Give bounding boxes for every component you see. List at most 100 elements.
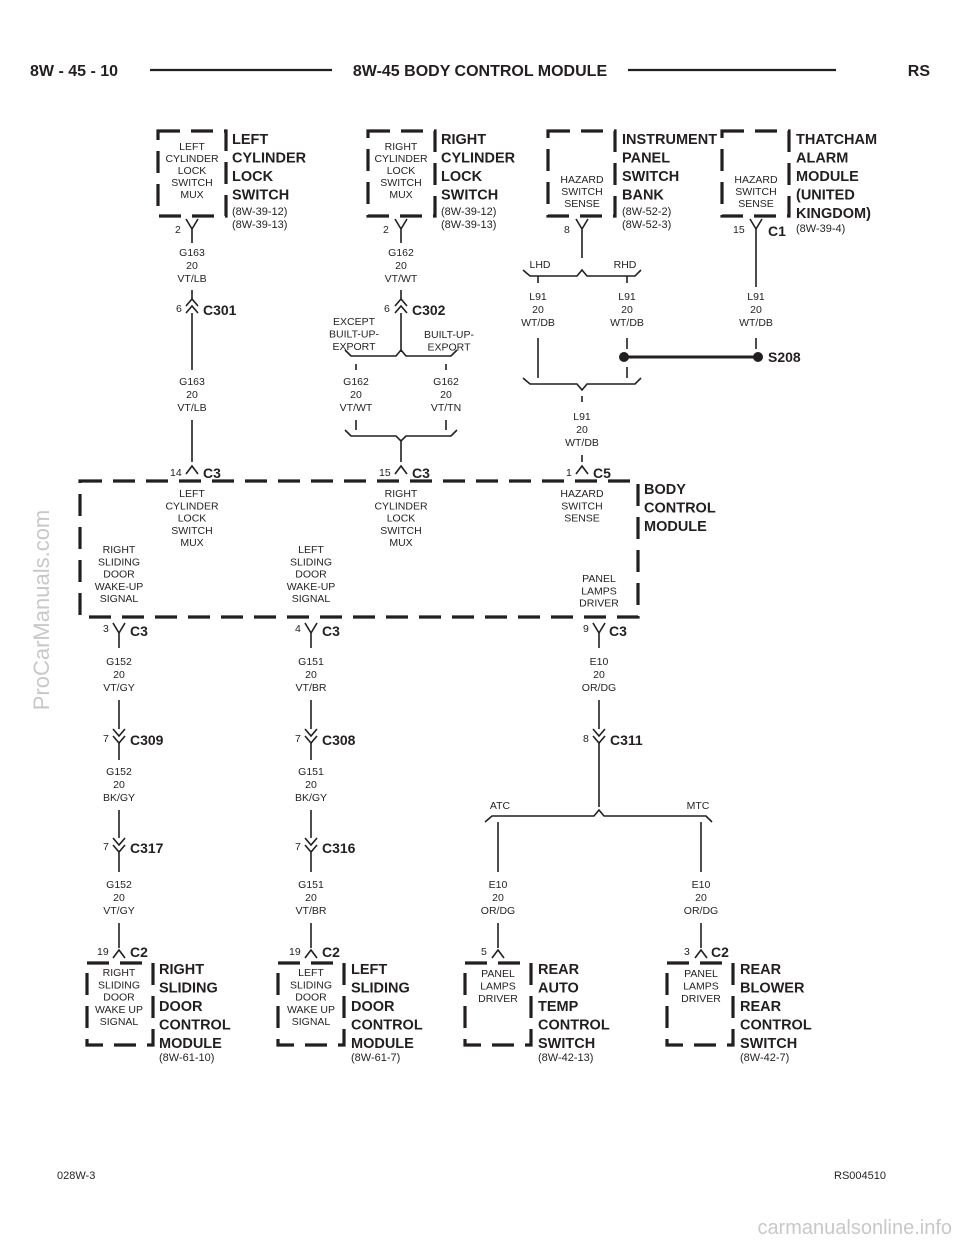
page-reference: (8W-39-12)(8W-39-13) <box>441 206 496 231</box>
label-line: G152 <box>106 766 132 778</box>
page-reference: (8W-61-7) <box>351 1052 400 1064</box>
label-line: RIGHT <box>103 967 136 979</box>
connector-label: C309 <box>130 732 164 748</box>
label-line: VT/TN <box>431 402 461 414</box>
connector-label: C308 <box>322 732 356 748</box>
label-line: SWITCH <box>232 188 289 204</box>
label-line: (8W-42-7) <box>740 1052 789 1064</box>
label-line: SWITCH <box>561 186 602 198</box>
pin-number: 19 <box>289 946 301 958</box>
label-line: E10 <box>590 656 609 668</box>
label-line: MUX <box>389 537 412 549</box>
option-label-lhd: LHD <box>529 259 550 271</box>
label-line: LEFT <box>298 544 324 556</box>
label-line: SIGNAL <box>100 1016 139 1028</box>
bcm-terminal <box>592 622 606 648</box>
label-line: G151 <box>298 766 324 778</box>
label-line: 20 <box>305 669 317 681</box>
label-line: SLIDING <box>98 979 140 991</box>
label-line: VT/WT <box>340 402 373 414</box>
label-line: VT/BR <box>296 682 327 694</box>
label-line: PANEL <box>622 151 670 167</box>
connector-label: C316 <box>322 840 356 856</box>
label-line: LEFT <box>179 488 205 500</box>
pin-number: 7 <box>295 733 301 745</box>
label-line: 20 <box>576 424 588 436</box>
label-line: LAMPS <box>581 585 617 597</box>
label-line: CYLINDER <box>374 153 428 165</box>
option-merge <box>522 377 642 392</box>
label-line: SWITCH <box>735 186 776 198</box>
option-label-atc: ATC <box>490 800 511 812</box>
component-box <box>665 961 735 1047</box>
label-line: RIGHT <box>441 132 486 148</box>
label-line: LOCK <box>178 513 207 525</box>
component-box <box>366 129 437 218</box>
label-line: CYLINDER <box>165 500 219 512</box>
label-line: SLIDING <box>290 556 332 568</box>
label-line: VT/GY <box>103 682 135 694</box>
pin-number: 7 <box>103 733 109 745</box>
label-line: LOCK <box>178 165 207 177</box>
label-line: VT/BR <box>296 905 327 917</box>
label-line: 20 <box>350 389 362 401</box>
pin-number: 9 <box>583 623 589 635</box>
pin-number: 4 <box>295 623 301 635</box>
label-line: LEFT <box>179 141 205 153</box>
label-line: SWITCH <box>171 177 212 189</box>
page-reference: (8W-52-2)(8W-52-3) <box>622 206 671 231</box>
label-line: G162 <box>343 376 369 388</box>
label-line: LEFT <box>351 962 387 978</box>
label-line: EXCEPT <box>333 316 376 328</box>
label-line: 20 <box>113 892 125 904</box>
label-line: RIGHT <box>385 141 418 153</box>
label-line: (8W-39-13) <box>232 219 287 231</box>
label-line: 20 <box>695 892 707 904</box>
connector-label: C3 <box>322 623 340 639</box>
label-line: 20 <box>750 304 762 316</box>
label-line: LAMPS <box>480 981 516 993</box>
label-line: CONTROL <box>644 501 716 517</box>
connector-label: C5 <box>593 465 611 481</box>
component-box <box>546 129 617 218</box>
label-line: SLIDING <box>159 981 218 997</box>
label-line: CYLINDER <box>232 151 307 167</box>
label-line: 20 <box>395 260 407 272</box>
page-reference: (8W-39-12)(8W-39-13) <box>232 206 287 231</box>
label-line: DOOR <box>103 992 135 1004</box>
inline-connector-c317 <box>112 837 126 854</box>
pin-number: 2 <box>175 224 181 236</box>
label-line: LEFT <box>298 967 324 979</box>
connector-label: C302 <box>412 302 446 318</box>
option-merge <box>344 429 458 443</box>
label-line: 20 <box>440 389 452 401</box>
label-line: (8W-52-2) <box>622 206 671 218</box>
label-line: LAMPS <box>683 981 719 993</box>
label-line: SWITCH <box>561 500 602 512</box>
label-line: L91 <box>618 291 636 303</box>
label-line: MUX <box>180 189 203 201</box>
label-line: BANK <box>622 188 664 204</box>
label-line: VT/GY <box>103 905 135 917</box>
pin-number: 8 <box>583 733 589 745</box>
label-line: OR/DG <box>582 682 616 694</box>
label-line: WAKE UP <box>287 1004 335 1016</box>
label-line: SWITCH <box>740 1036 797 1052</box>
label-line: (8W-61-10) <box>159 1052 214 1064</box>
option-label-mtc: MTC <box>687 800 710 812</box>
page-header: 8W - 45 - 10 8W-45 BODY CONTROL MODULE R… <box>30 63 930 80</box>
page-reference: (8W-39-4) <box>796 223 845 235</box>
